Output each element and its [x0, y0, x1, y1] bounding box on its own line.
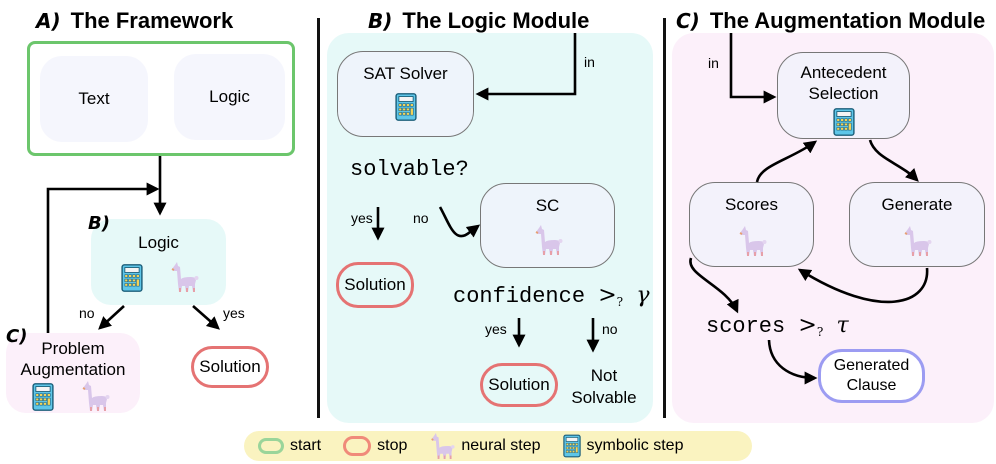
llama-icon [80, 380, 110, 412]
arrow-logic-yes [192, 305, 220, 330]
gamma-symbol: γ [636, 283, 650, 308]
sc-label: SC [535, 196, 560, 215]
edge-label-no: no [79, 305, 95, 321]
divider-b-c [663, 18, 666, 418]
gt-symbol: > [598, 283, 617, 308]
logic-node-letter: B) [88, 213, 110, 234]
section-c-heading: The Augmentation Module [709, 8, 986, 33]
llama-icon [169, 261, 199, 293]
legend-neural-label: neural step [461, 437, 541, 454]
sc-node: SC [480, 183, 615, 268]
generated-line2: Clause [846, 377, 897, 394]
solution-stop-node-2: Solution [480, 363, 558, 407]
start-input-box: Text Logic [27, 41, 295, 156]
confidence-condition: confidence >? γ [453, 283, 649, 309]
calculator-icon [395, 92, 417, 122]
confidence-no-label: no [602, 321, 618, 337]
legend-stop: stop [343, 436, 407, 456]
tau-symbol: τ [836, 313, 849, 338]
scores-text: scores [706, 314, 786, 339]
antecedent-line1: Antecedent [800, 63, 887, 82]
llama-icon [902, 225, 932, 257]
not-solvable-line2: Solvable [571, 388, 637, 407]
calculator-icon [563, 434, 581, 458]
legend-stop-label: stop [377, 437, 408, 454]
aug-in-label: in [708, 55, 719, 71]
start-swatch [258, 438, 284, 454]
arrow-logic-no [98, 305, 125, 330]
llama-icon [737, 225, 767, 257]
legend-symbolic-label: symbolic step [586, 437, 684, 454]
divider-a-b [317, 18, 320, 418]
generate-label: Generate [881, 195, 953, 214]
llama-icon [429, 432, 455, 460]
legend-start-label: start [290, 437, 322, 454]
stop-swatch [343, 436, 372, 456]
scores-label: Scores [725, 195, 778, 214]
gt-symbol: > [798, 313, 817, 338]
scores-condition: scores >? τ [706, 313, 849, 339]
solution-stop-node-1: Solution [336, 262, 414, 308]
question-subscript: ? [816, 325, 824, 339]
antecedent-line2: Selection [808, 84, 879, 103]
section-b-heading: The Logic Module [402, 8, 590, 33]
section-a-letter: A) [36, 9, 61, 33]
scores-node: Scores [689, 182, 814, 267]
question-subscript: ? [616, 295, 624, 309]
sat-solver-node: SAT Solver [337, 51, 474, 137]
text-input-box: Text [40, 56, 148, 142]
legend-symbolic: symbolic step [563, 434, 684, 458]
section-b-letter: B) [368, 9, 393, 33]
logic-node: Logic [91, 219, 226, 305]
confidence-text: confidence [453, 284, 586, 309]
generated-line1: Generated [833, 357, 910, 374]
legend-neural: neural step [429, 432, 541, 460]
section-a-heading: The Framework [70, 8, 234, 33]
not-solvable-label: Not Solvable [564, 365, 644, 409]
aug-node-letter: C) [6, 326, 28, 347]
section-b-title: B) The Logic Module [368, 8, 589, 34]
generate-node: Generate [849, 182, 985, 267]
confidence-yes-label: yes [485, 321, 507, 337]
legend: start stop neural step symbolic step [244, 431, 752, 461]
section-c-letter: C) [676, 9, 700, 33]
edge-label-yes: yes [223, 305, 245, 321]
calculator-icon [833, 107, 855, 137]
solvable-yes-label: yes [351, 210, 373, 226]
llama-icon [533, 224, 563, 256]
not-solvable-line1: Not [590, 366, 618, 385]
logic-node-label: Logic [138, 233, 179, 252]
solvable-question: solvable? [350, 157, 469, 182]
sat-solver-label: SAT Solver [363, 64, 448, 83]
problem-augmentation-node: Problem Augmentation [6, 333, 140, 413]
aug-label-line1: Problem [41, 339, 105, 358]
calculator-icon [32, 382, 54, 412]
solvable-no-label: no [413, 210, 429, 226]
section-a-title: A) The Framework [36, 8, 233, 34]
antecedent-selection-node: Antecedent Selection [777, 52, 910, 139]
solution-stop-node: Solution [191, 346, 269, 388]
section-c-title: C) The Augmentation Module [676, 8, 985, 34]
problem-augmentation-label: Problem Augmentation [6, 338, 140, 380]
aug-label-line2: Augmentation [20, 360, 126, 379]
logic-input-box: Logic [174, 54, 285, 140]
generated-clause-node: Generated Clause [818, 349, 925, 403]
legend-start: start [258, 437, 321, 455]
logic-in-label: in [584, 54, 595, 70]
calculator-icon [121, 263, 143, 293]
